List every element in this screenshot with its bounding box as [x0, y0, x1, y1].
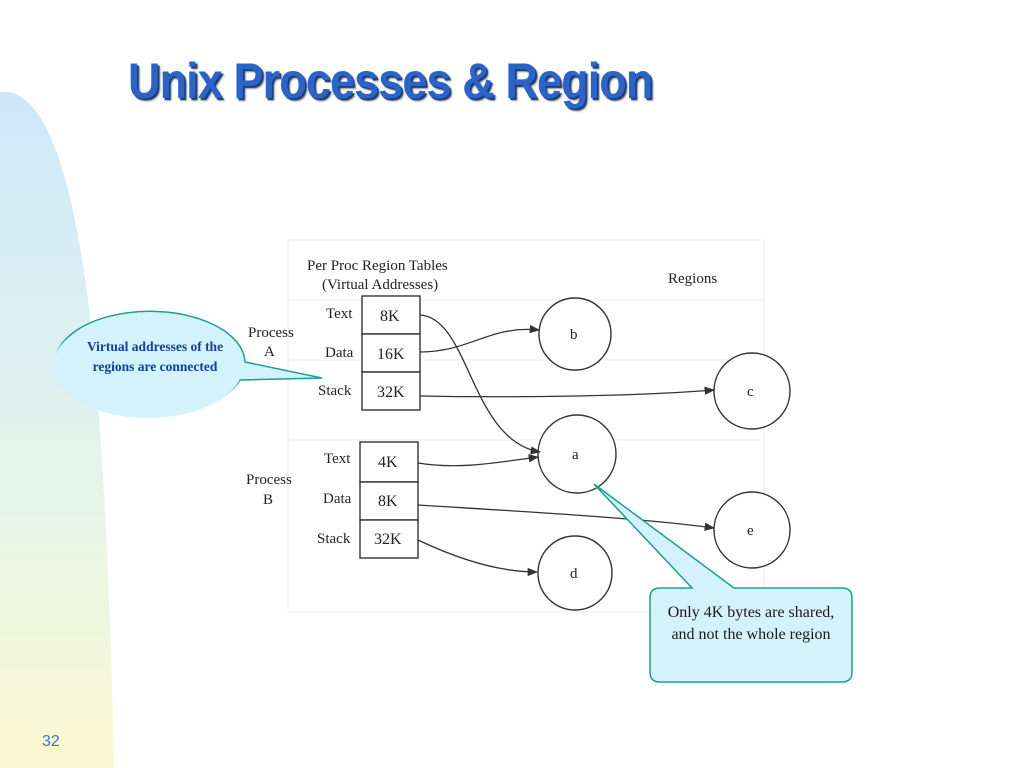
process-b-row-data-label: Data	[323, 491, 352, 507]
regions-label: Regions	[668, 271, 717, 287]
table-header-line1: Per Proc Region Tables	[307, 258, 448, 274]
callout-left-text: Virtual addresses of the regions are con…	[86, 339, 224, 374]
page-number: 32	[42, 733, 60, 750]
process-b-row-stack-size: 32K	[374, 531, 402, 548]
arrow-a-data-to-b	[419, 324, 541, 353]
process-b-row-data-size: 8K	[378, 493, 398, 510]
process-b-table	[359, 441, 419, 559]
process-b-row-text-label: Text	[324, 451, 351, 467]
process-b-label-line1: Process	[246, 472, 292, 488]
process-b-label-line2: B	[263, 492, 273, 508]
region-b-circle	[538, 297, 612, 371]
process-a-row-data-label: Data	[325, 345, 354, 361]
process-a-label-line1: Process	[248, 325, 294, 341]
process-b-row-stack-label: Stack	[317, 531, 351, 547]
region-e-letter: e	[747, 523, 754, 539]
process-a-row-text-label: Text	[326, 306, 353, 322]
slide-title: Unix Processes & Region	[128, 53, 653, 109]
process-a-row-stack-label: Stack	[318, 383, 352, 399]
arrow-a-stack-to-c	[419, 386, 716, 398]
arrow-b-data-to-e	[417, 504, 716, 531]
process-a-row-stack-size: 32K	[377, 384, 405, 401]
table-header-line2: (Virtual Addresses)	[322, 277, 438, 293]
process-a-label-line2: A	[264, 344, 275, 360]
callout-right-bubble	[593, 483, 853, 683]
region-c-letter: c	[747, 384, 754, 400]
process-a-row-data-size: 16K	[377, 346, 405, 363]
arrow-b-text-to-a	[417, 454, 540, 467]
process-b-row-text-size: 4K	[378, 454, 398, 471]
arrow-b-stack-to-d	[417, 539, 539, 577]
region-a-letter: a	[572, 447, 579, 463]
callout-right-text: Only 4K bytes are shared, and not the wh…	[667, 604, 835, 643]
region-b-letter: b	[570, 327, 578, 343]
region-d-letter: d	[570, 566, 578, 582]
arrow-a-text-to-a	[419, 314, 542, 455]
process-a-row-text-size: 8K	[380, 308, 400, 325]
process-a-table	[361, 295, 421, 411]
